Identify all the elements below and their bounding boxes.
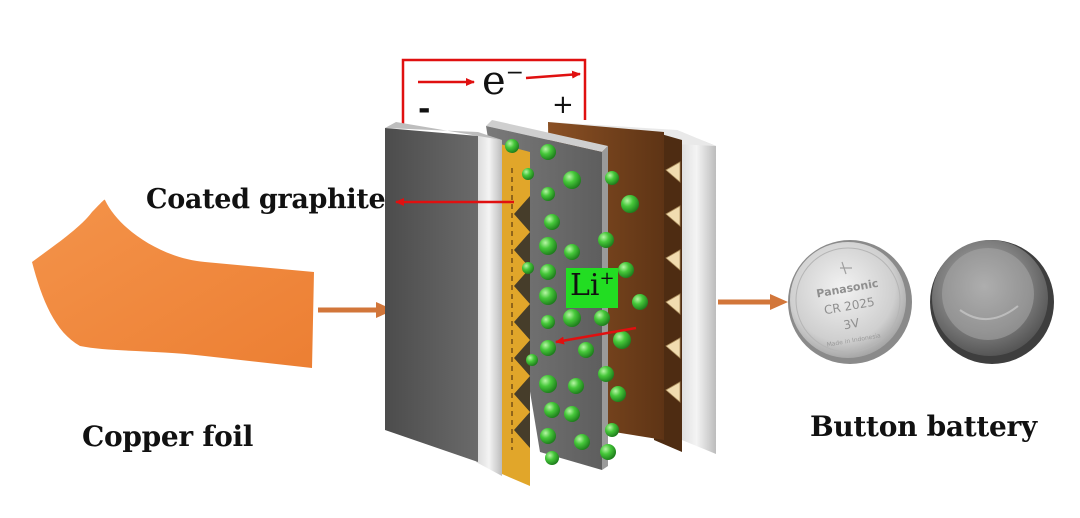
- li-ion-sphere: [578, 342, 594, 358]
- electron-flow-arrow-right: [525, 70, 581, 80]
- li-ion-sphere: [539, 375, 557, 393]
- li-ion-sphere: [598, 232, 614, 248]
- li-ion-sphere: [544, 214, 560, 230]
- li-ion-label-background: [566, 268, 618, 308]
- li-ion-sphere: [563, 309, 581, 327]
- li-ion-sphere: [605, 171, 619, 185]
- negative-terminal-label: -: [418, 92, 431, 127]
- cell-to-battery-arrow: [718, 294, 788, 310]
- li-ion-sphere: [618, 262, 634, 278]
- copper-foil-label: Copper foil: [82, 420, 254, 453]
- li-ion-sphere: [545, 451, 559, 465]
- li-ion-flow-arrow: [555, 326, 637, 345]
- graphite-coating: [500, 144, 530, 486]
- li-ion-sphere: [594, 310, 610, 326]
- li-ion-sphere: [568, 378, 584, 394]
- copper-foil-sheet: [32, 199, 314, 368]
- li-ion-sphere: [544, 402, 560, 418]
- li-ion-sphere: [539, 237, 557, 255]
- li-ion-sphere: [598, 366, 614, 382]
- li-ion-charge: +: [599, 268, 615, 289]
- li-ion-sphere: [505, 139, 519, 153]
- li-ion-sphere: [621, 195, 639, 213]
- li-ion-sphere: [522, 168, 534, 180]
- li-ion-symbol: Li: [570, 268, 600, 303]
- copper-to-cell-arrow: [318, 302, 394, 318]
- electron-symbol: e: [482, 58, 506, 104]
- li-ion-sphere: [541, 187, 555, 201]
- li-ion-sphere: [564, 244, 580, 260]
- lithium-ions: [505, 139, 648, 465]
- li-ion-sphere: [522, 262, 534, 274]
- li-ion-sphere: [600, 444, 616, 460]
- li-ion-sphere: [540, 428, 556, 444]
- anode-plate: [385, 122, 502, 462]
- electron-charge: −: [505, 60, 525, 86]
- li-ion-sphere: [563, 171, 581, 189]
- external-circuit: [401, 58, 587, 126]
- li-ion-sphere: [605, 423, 619, 437]
- li-ion-sphere: [574, 434, 590, 450]
- li-ion-sphere: [564, 406, 580, 422]
- li-ion-sphere: [539, 287, 557, 305]
- button-battery-label: Button battery: [810, 410, 1037, 443]
- button-battery-front: Panasonic CR 2025 3V Made in Indonesia: [788, 240, 912, 364]
- coated-graphite-label: Coated graphite: [146, 184, 386, 215]
- coin-voltage: 3V: [842, 316, 861, 333]
- positive-terminal-label: +: [552, 90, 574, 120]
- li-ion-sphere: [541, 315, 555, 329]
- li-ion-sphere: [632, 294, 648, 310]
- anode-collector-edge: [476, 132, 502, 476]
- li-ion-sphere: [540, 340, 556, 356]
- button-battery-back: [930, 240, 1054, 364]
- li-ion-sphere: [610, 386, 626, 402]
- li-ion-sphere: [540, 144, 556, 160]
- li-ion-sphere: [526, 354, 538, 366]
- li-ion-label: Li+: [570, 268, 615, 303]
- electron-label: e−: [482, 58, 524, 104]
- li-ion-sphere: [540, 264, 556, 280]
- li-ion-sphere: [613, 331, 631, 349]
